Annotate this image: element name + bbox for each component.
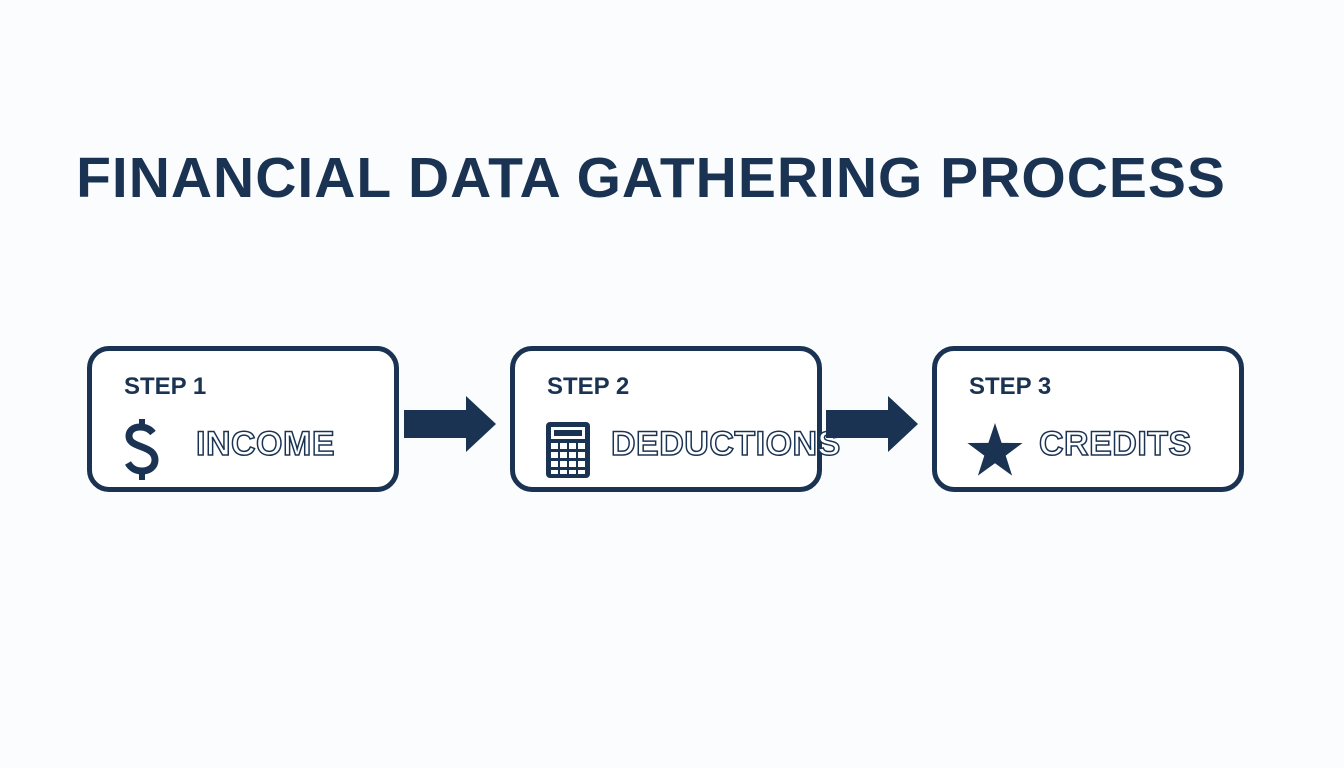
step-name: CREDITS <box>1038 424 1192 464</box>
step-label: STEP 2 <box>547 373 630 400</box>
step-name: DEDUCTIONS <box>610 424 841 464</box>
step-box-deductions: STEP 2 <box>510 346 841 492</box>
step-name: INCOME <box>195 424 335 464</box>
dollar-icon <box>122 419 178 481</box>
page-title: FINANCIAL DATA GATHERING PROCESS <box>76 146 1226 210</box>
star-icon <box>967 419 1023 481</box>
calculator-icon <box>545 419 601 481</box>
arrow-right-icon <box>404 396 496 452</box>
step-label: STEP 1 <box>124 373 207 400</box>
step-label: STEP 3 <box>969 373 1052 400</box>
step-box-income: STEP 1 INCOME <box>87 346 399 492</box>
arrow-right-icon <box>826 396 918 452</box>
step-box-credits: STEP 3 CREDITS <box>932 346 1244 492</box>
